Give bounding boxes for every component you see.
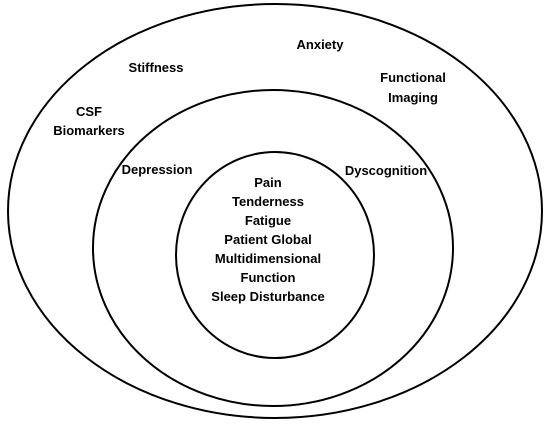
label-dyscognition: Dyscognition [345, 163, 427, 178]
inner-ellipse [175, 151, 375, 359]
label-anxiety: Anxiety [297, 37, 345, 52]
label-sleep-disturbance: Sleep Disturbance [211, 289, 324, 304]
label-multidimensional: Multidimensional [215, 251, 321, 266]
label-depression: Depression [122, 162, 193, 177]
label-fatigue: Fatigue [245, 213, 291, 228]
label-csf: CSF [76, 104, 102, 119]
outer-ellipse [7, 3, 543, 419]
middle-ellipse [92, 89, 454, 407]
label-tenderness: Tenderness [232, 194, 304, 209]
label-function: Function [241, 270, 296, 285]
label-stiffness: Stiffness [129, 60, 184, 75]
label-pain: Pain [254, 175, 282, 190]
label-patient-global: Patient Global [224, 232, 311, 247]
label-biomarkers: Biomarkers [53, 123, 125, 138]
label-functional: Functional [380, 70, 446, 85]
label-imaging: Imaging [388, 90, 438, 105]
